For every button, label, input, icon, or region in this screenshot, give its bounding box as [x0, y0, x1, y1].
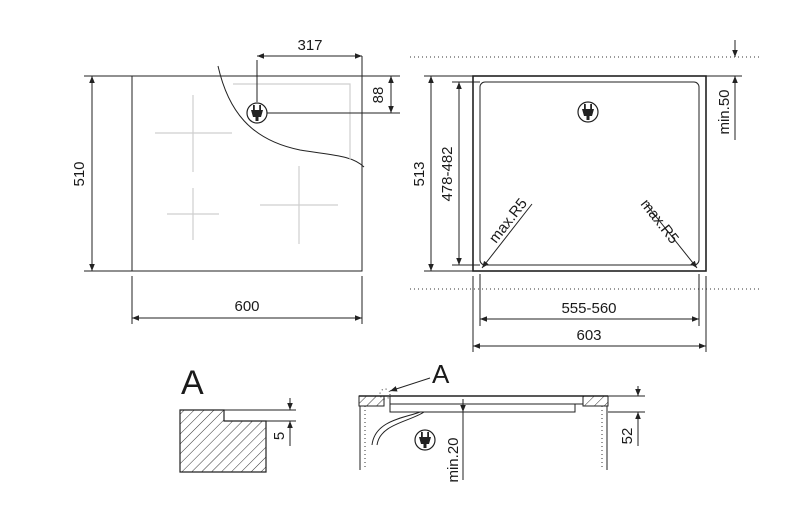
plug-icon — [414, 429, 436, 451]
cutout-outer-frame — [472, 75, 707, 272]
worktop-left — [358, 395, 385, 407]
radius-right-arrow — [645, 203, 698, 269]
dim-510-label: 510 — [71, 161, 88, 186]
detail-a: A 5 — [179, 364, 296, 473]
dim-88-label: 88 — [370, 87, 387, 104]
dim-5-label: 5 — [271, 432, 288, 440]
hob-body — [389, 396, 583, 413]
dim-min50-label: min.50 — [716, 89, 733, 134]
dim-478-482-label: 478-482 — [439, 146, 456, 201]
dim-513-label: 513 — [411, 161, 428, 186]
section-view: A min.20 52 — [358, 359, 645, 483]
dim-555-560-label: 555-560 — [561, 300, 616, 317]
callout-leader — [389, 377, 431, 392]
radius-left-label: max.R5 — [486, 195, 531, 246]
dim-603-label: 603 — [576, 327, 601, 344]
callout-label: A — [432, 359, 450, 389]
callout-circle — [379, 388, 391, 400]
worktop-right — [582, 395, 609, 407]
cooking-zone-rear-left — [155, 95, 232, 172]
power-cable — [371, 411, 421, 446]
dim-52-label: 52 — [619, 428, 636, 445]
radius-right-label: max.R5 — [637, 196, 682, 247]
hob-outline — [131, 75, 363, 272]
plug-icon — [577, 101, 599, 123]
cutout-view: max.R5 max.R5 min.50 513 478-482 555-560… — [410, 40, 762, 352]
cooking-zone-front-right — [260, 166, 338, 244]
cutout-inner-opening — [479, 81, 700, 266]
dim-600-label: 600 — [234, 298, 259, 315]
radius-left-arrow — [481, 203, 533, 269]
detail-a-section — [179, 409, 267, 473]
dim-317-label: 317 — [297, 37, 322, 54]
hob-top-view: 317 88 510 600 — [71, 37, 400, 324]
detail-a-title: A — [181, 364, 204, 402]
cooking-zone-front-left — [167, 188, 219, 240]
connection-box-outline — [233, 83, 351, 160]
plug-icon — [246, 102, 268, 124]
dim-min20-label: min.20 — [445, 437, 462, 482]
cutaway-curve — [217, 65, 365, 168]
